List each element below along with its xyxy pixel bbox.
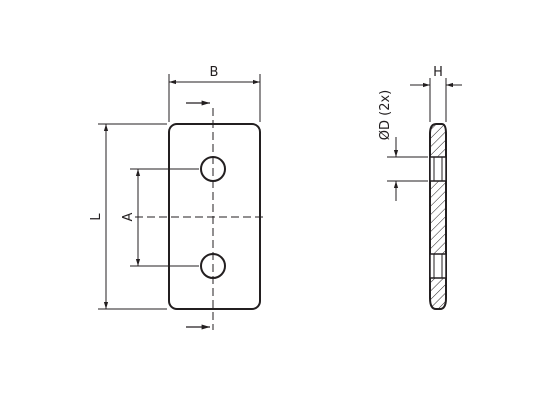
section-hatch xyxy=(429,123,447,310)
b-label: B xyxy=(210,65,219,80)
hole-section-bottom xyxy=(429,253,447,279)
side-view xyxy=(387,78,462,310)
h-label: H xyxy=(433,65,443,80)
front-view xyxy=(98,74,265,330)
a-label: A xyxy=(121,212,136,221)
hole-section-top xyxy=(429,156,447,182)
l-label: L xyxy=(89,213,104,221)
d-label: ØD (2x) xyxy=(378,90,393,140)
